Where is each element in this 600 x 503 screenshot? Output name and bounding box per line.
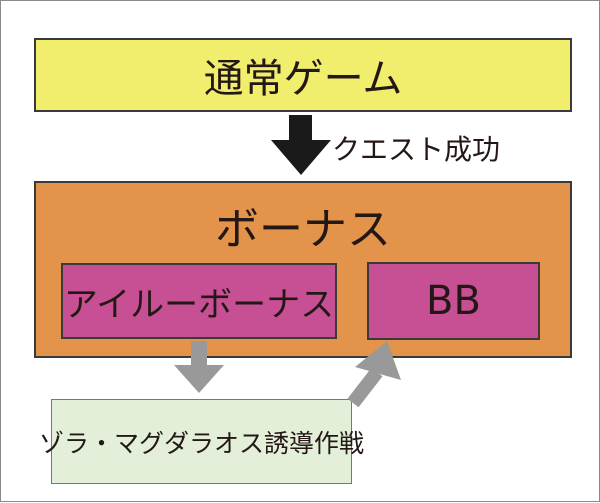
bb-label: BB — [426, 278, 481, 324]
bonus-label: ボーナス — [215, 204, 391, 255]
normal-game-label: 通常ゲーム — [203, 56, 403, 102]
zora-operation-label: ゾラ・マグダラオス誘導作戦 — [39, 428, 365, 458]
airu-bonus-label: アイルーボーナス — [63, 284, 335, 325]
quest-success-label: クエスト成功 — [332, 133, 501, 166]
airu-bonus-box: アイルーボーナス — [61, 263, 337, 339]
normal-game-box: 通常ゲーム — [34, 38, 572, 112]
zora-operation-box: ゾラ・マグダラオス誘導作戦 — [39, 399, 364, 484]
arrow-down-icon — [271, 115, 331, 175]
bb-box: BB — [367, 262, 540, 340]
